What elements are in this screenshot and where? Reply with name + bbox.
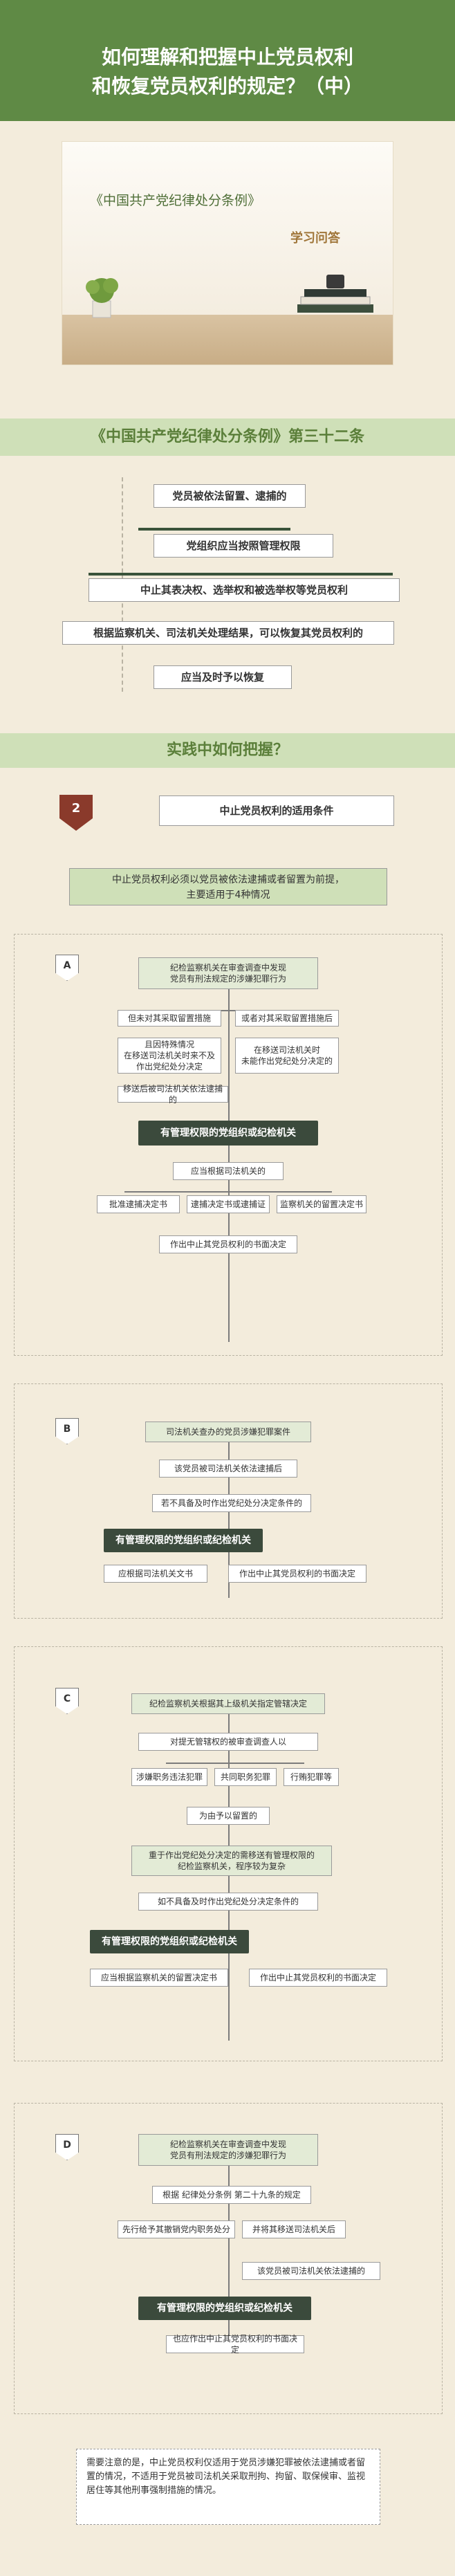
- case-d-right: 并将其移送司法机关后: [242, 2220, 346, 2238]
- books-cup-illustration: [297, 275, 373, 313]
- case-a-after: 移送后被司法机关依法逮捕的: [118, 1084, 228, 1105]
- case-c-step-4: 如不具备及时作出党纪处分决定条件的: [138, 1893, 318, 1911]
- case-a-doc-1: 批准逮捕决定书: [97, 1195, 180, 1213]
- hero-book-title: 《中国共产党纪律处分条例》: [90, 193, 261, 208]
- case-c-step-3: 重于作出党纪处分决定的需移送有管理权限的 纪检监察机关，程序较为复杂: [131, 1846, 332, 1876]
- case-a-doc-2: 逮捕决定书或逮捕证: [187, 1195, 270, 1213]
- case-d-authority: 有管理权限的党组织或纪检机关: [138, 2297, 311, 2320]
- intro-line-1: 中止党员权利必须以党员被依法逮捕或者留置为前提，: [112, 874, 344, 885]
- badge-shield-icon: [59, 795, 93, 831]
- case-d-step-2: 该党员被司法机关依法逮捕的: [242, 2262, 380, 2280]
- case-a-doc-3: 监察机关的留置决定书: [277, 1195, 366, 1213]
- case-a-authority: 有管理权限的党组织或纪检机关: [138, 1121, 318, 1146]
- case-c-split-3: 行贿犯罪等: [284, 1768, 339, 1786]
- article-ribbon: [0, 418, 455, 456]
- plant-illustration: [86, 278, 118, 318]
- case-a-result: 作出中止其党员权利的书面决定: [159, 1235, 297, 1253]
- case-c-step-1: 对提无管辖权的被审查调查人以: [138, 1733, 318, 1751]
- topic-title: 中止党员权利的适用条件: [159, 795, 394, 826]
- article-item-1: 党员被依法留置、逮捕的: [154, 484, 306, 508]
- case-c-frame: [14, 1646, 443, 2061]
- case-b-step-2: 若不具备及时作出党纪处分决定条件的: [152, 1494, 311, 1512]
- case-a-basis: 应当根据司法机关的: [173, 1162, 284, 1180]
- page-title: 如何理解和把握中止党员权利 和恢复党员权利的规定？（中）: [0, 43, 455, 101]
- case-d-frame: [14, 2103, 443, 2414]
- intro-line-2: 主要适用于4种情况: [186, 890, 270, 901]
- intro-box: 中止党员权利必须以党员被依法逮捕或者留置为前提， 主要适用于4种情况: [69, 868, 387, 905]
- header-banner: [0, 0, 455, 121]
- case-a-frame: [14, 934, 443, 1356]
- title-line-2: 和恢复党员权利的规定？（中）: [91, 75, 363, 98]
- article-heading: 《中国共产党纪律处分条例》第三十二条: [90, 428, 364, 445]
- case-c-split-2: 共同职务犯罪: [214, 1768, 277, 1786]
- case-a-right-1: 或者对其采取留置措施后: [235, 1010, 339, 1027]
- case-d-step-1: 根据 纪律处分条例 第二十九条的规定: [152, 2186, 311, 2204]
- case-a-right-2: 在移送司法机关时 未能作出党纪处分决定的: [235, 1038, 339, 1074]
- badge-number: 2: [71, 801, 81, 816]
- note-box: 需要注意的是，中止党员权利仅适用于党员涉嫌犯罪被依法逮捕或者留置的情况，不适用于…: [76, 2449, 380, 2525]
- case-d-left: 先行给予其撤销党内职务处分: [118, 2220, 235, 2238]
- practice-ribbon: [0, 733, 455, 768]
- article-item-2: 党组织应当按照管理权限: [154, 534, 333, 558]
- case-b-result: 作出中止其党员权利的书面决定: [228, 1565, 366, 1583]
- article-item-4: 根据监察机关、司法机关处理结果，可以恢复其党员权利的: [62, 621, 394, 645]
- case-d-result: 也应作出中止其党员权利的书面决定: [166, 2334, 304, 2355]
- article-item-5: 应当及时予以恢复: [154, 665, 292, 689]
- case-a-start: 纪检监察机关在审查调查中发现 党员有刑法规定的涉嫌犯罪行为: [138, 957, 318, 989]
- case-c-start: 纪检监察机关根据其上级机关指定管辖决定: [131, 1693, 325, 1714]
- hero-subtitle: 学习问答: [290, 231, 340, 246]
- case-b-start: 司法机关查办的党员涉嫌犯罪案件: [145, 1422, 311, 1442]
- case-c-split-1: 涉嫌职务违法犯罪: [131, 1768, 207, 1786]
- title-line-1: 如何理解和把握中止党员权利: [101, 46, 353, 68]
- case-a-left-2: 且因特殊情况 在移送司法机关时来不及作出党纪处分决定: [118, 1038, 221, 1074]
- case-a-left-1: 但未对其采取留置措施: [118, 1010, 221, 1027]
- case-c-authority: 有管理权限的党组织或纪检机关: [90, 1930, 249, 1953]
- case-c-result: 作出中止其党员权利的书面决定: [249, 1969, 387, 1987]
- case-b-basis: 应根据司法机关文书: [104, 1565, 207, 1583]
- hero-image: 《中国共产党纪律处分条例》 学习问答: [62, 142, 393, 365]
- case-d-start: 纪检监察机关在审查调查中发现 党员有刑法规定的涉嫌犯罪行为: [138, 2134, 318, 2166]
- case-c-basis: 应当根据监察机关的留置决定书: [90, 1969, 228, 1987]
- practice-heading: 实践中如何把握？: [166, 742, 288, 759]
- article-item-3: 中止其表决权、选举权和被选举权等党员权利: [89, 578, 400, 602]
- case-b-step-1: 该党员被司法机关依法逮捕后: [159, 1460, 297, 1478]
- case-b-frame: [14, 1383, 443, 1619]
- case-c-step-2: 为由予以留置的: [187, 1807, 270, 1825]
- case-b-authority: 有管理权限的党组织或纪检机关: [104, 1529, 263, 1552]
